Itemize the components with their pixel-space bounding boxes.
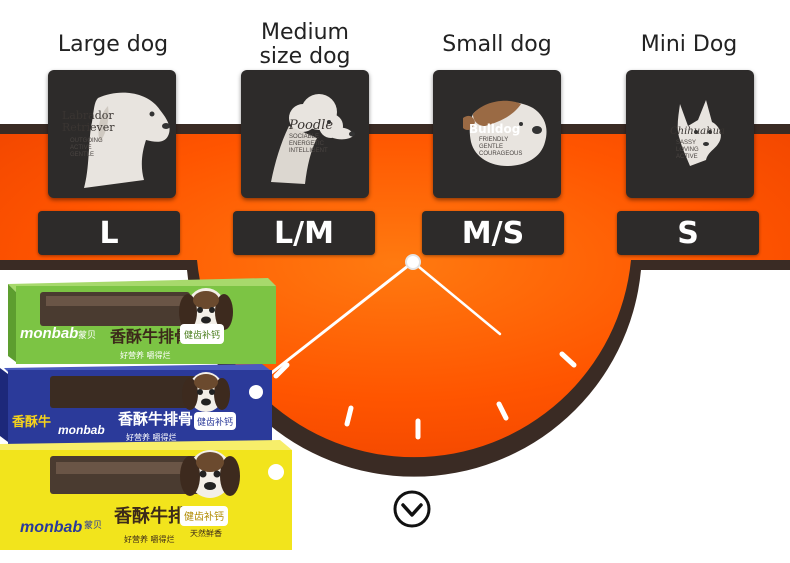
size-column-large: Large dog Labrador Retriever OUTGOING AC… [18, 0, 208, 260]
size-title-line: Large dog [57, 32, 169, 57]
size-title: Large dog [18, 33, 208, 57]
breed-card-bulldog: Bulldog FRIENDLY GENTLE COURAGEOUS [433, 70, 561, 198]
size-title-line: Small dog [442, 32, 552, 57]
svg-text:好营养 嚼得烂: 好营养 嚼得烂 [126, 432, 177, 442]
breed-trait: COURAGEOUS [479, 151, 523, 157]
size-badge-l: L [38, 211, 180, 255]
breed-trait: ACTIVE [676, 154, 698, 160]
bulldog-head-icon [463, 100, 547, 166]
size-column-medium: Medium size dog Poodle SOCIABLE ENERGETI… [210, 0, 400, 260]
svg-text:天然鲜香: 天然鲜香 [190, 528, 222, 538]
breed-trait: FRIENDLY [479, 137, 509, 143]
breed-name-line: Labrador [62, 109, 114, 122]
svg-text:蒙贝: 蒙贝 [84, 519, 102, 531]
breed-trait: LOVING [676, 147, 699, 153]
brand-logo: monbab [20, 325, 78, 342]
size-badge-ms: M/S [422, 211, 564, 255]
size-title: Mini Dog [594, 33, 784, 57]
breed-trait: GENTLE [479, 144, 504, 150]
breed-trait: OUTGOING [70, 138, 103, 144]
breed-traits: SASSY LOVING ACTIVE [676, 140, 699, 161]
size-title-line: size dog [259, 44, 351, 69]
scroll-down-button[interactable] [392, 489, 432, 529]
svg-text:健齿补钙: 健齿补钙 [184, 510, 224, 523]
product-box-stack: monbab 蒙贝 香酥牛排骨 健齿补钙 好营养 嚼得烂 香酥牛 mon [0, 276, 300, 563]
breed-name: Bulldog [469, 122, 521, 136]
size-title-line: Mini Dog [640, 32, 738, 57]
product-name: 香酥牛排骨 [109, 327, 190, 346]
breed-trait: ENERGETIC [289, 141, 325, 147]
breed-trait: ACTIVE [70, 145, 92, 151]
chevron-down-circle-icon [393, 490, 431, 528]
svg-text:健齿补钙: 健齿补钙 [197, 416, 233, 428]
size-badge-lm: L/M [233, 211, 375, 255]
breed-traits: OUTGOING ACTIVE GENTLE [70, 138, 103, 159]
svg-text:monbab: monbab [58, 423, 105, 437]
size-badge-s: S [617, 211, 759, 255]
chihuahua-head-icon [677, 100, 721, 166]
product-slogan: 好营养 嚼得烂 [120, 350, 171, 360]
breed-card-labrador: Labrador Retriever OUTGOING ACTIVE GENTL… [48, 70, 176, 198]
clock-hands [268, 254, 502, 376]
blue-box: 香酥牛 monbab 香酥牛排骨 健齿补钙 好营养 嚼得烂 [0, 364, 272, 446]
breed-trait: INTELLIGENT [289, 148, 328, 154]
poodle-head-icon [271, 94, 355, 184]
yellow-box: monbab 蒙贝 香酥牛排骨 健齿补钙 天然鲜香 好营养 嚼得烂 [0, 440, 292, 550]
svg-text:香酥牛: 香酥牛 [11, 414, 51, 430]
size-column-mini: Mini Dog Chihuahua SASSY LOVING ACTIVE S [594, 0, 784, 260]
svg-text:香酥牛排骨: 香酥牛排骨 [118, 410, 193, 428]
size-column-small: Small dog Bulldog FRIENDLY GENTLE COURAG… [402, 0, 592, 260]
svg-text:好营养 嚼得烂: 好营养 嚼得烂 [124, 534, 175, 544]
size-title: Small dog [402, 33, 592, 57]
clock-ticks [273, 351, 577, 440]
size-title: Medium size dog [210, 21, 400, 69]
green-box: monbab 蒙贝 香酥牛排骨 健齿补钙 好营养 嚼得烂 [8, 278, 276, 364]
brand-logo-cn: 蒙贝 [78, 329, 96, 341]
labrador-head-icon [84, 92, 170, 188]
breed-name-line: Retriever [62, 121, 115, 134]
breed-card-chihuahua: Chihuahua SASSY LOVING ACTIVE [626, 70, 754, 198]
svg-text:monbab: monbab [20, 519, 82, 536]
breed-trait: SASSY [676, 140, 697, 146]
breed-name: Labrador Retriever [62, 110, 152, 134]
breed-trait: GENTLE [70, 152, 95, 158]
breed-name: Chihuahua [670, 126, 725, 137]
beagle-head-icon [179, 288, 233, 332]
breed-card-poodle: Poodle SOCIABLE ENERGETIC INTELLIGENT [241, 70, 369, 198]
breed-name: Poodle [289, 118, 334, 133]
size-title-line: Medium [261, 20, 349, 45]
product-badge: 健齿补钙 [184, 329, 220, 341]
breed-trait: SOCIABLE [289, 134, 320, 140]
breed-traits: SOCIABLE ENERGETIC INTELLIGENT [289, 134, 328, 155]
breed-traits: FRIENDLY GENTLE COURAGEOUS [479, 137, 522, 158]
